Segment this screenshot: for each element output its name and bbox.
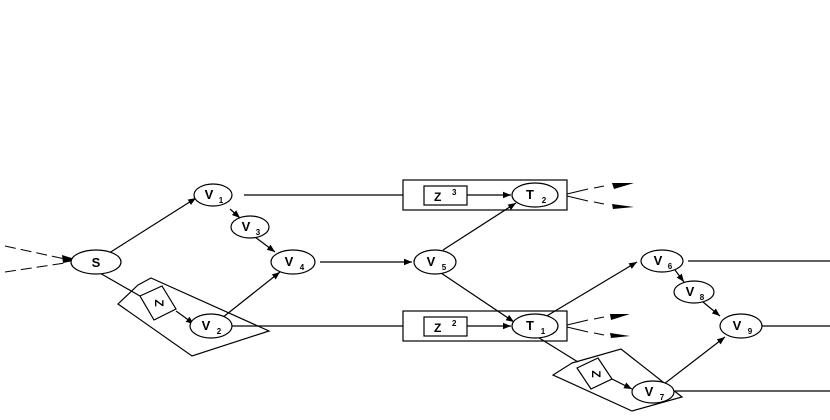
edge-v2-v4 [221, 271, 281, 319]
node-v8-sub: 8 [700, 293, 705, 302]
node-v3-label: V [242, 219, 251, 234]
node-v3-sub: 3 [256, 228, 261, 237]
t2-outgoing-dashed [566, 183, 634, 209]
node-t2-sub: 2 [542, 196, 547, 205]
edge-v3-v4 [254, 236, 276, 253]
z2-label: Z [434, 321, 441, 335]
edge-v8-v9 [702, 301, 721, 317]
z-left-label: Z [152, 299, 166, 306]
node-v7-sub: 7 [660, 393, 665, 402]
z-right-label: Z [589, 370, 603, 377]
box-z-v7-rotated: Z [551, 348, 684, 412]
z2-superscript: 2 [452, 319, 457, 328]
node-v4: V 4 [270, 249, 316, 275]
incoming-dashed-arrows [4, 245, 78, 273]
node-v9-sub: 9 [748, 327, 753, 336]
edge-v1-v3 [229, 208, 241, 219]
node-s: S [70, 249, 122, 275]
node-v3: V 3 [230, 215, 270, 239]
box-z3: Z 3 [402, 179, 568, 211]
node-v2: V 2 [189, 313, 233, 339]
node-t1-sub: 1 [541, 327, 546, 336]
node-v9-label: V [733, 318, 742, 333]
box-z-v2-rotated: Z [117, 277, 271, 357]
box-z2: Z 2 [402, 310, 568, 342]
node-v9: V 9 [719, 313, 763, 339]
t1-outgoing-dashed [566, 314, 630, 338]
node-v6-sub: 6 [668, 262, 673, 271]
node-t2: T 2 [511, 182, 559, 208]
node-v6-label: V [654, 253, 663, 268]
node-v2-sub: 2 [217, 327, 222, 336]
node-v1-sub: 1 [219, 196, 224, 205]
node-v8-label: V [686, 284, 695, 299]
node-v5: V 5 [413, 249, 457, 275]
node-v7: V 7 [631, 380, 675, 404]
node-v4-label: V [285, 254, 294, 269]
node-v8: V 8 [673, 280, 715, 304]
node-t2-label: T [526, 187, 534, 202]
edge-t1-z [535, 335, 579, 363]
edges [97, 191, 830, 392]
node-v1: V 1 [193, 183, 233, 207]
node-t1: T 1 [511, 313, 559, 339]
edge-s-v1 [105, 197, 197, 256]
z3-label: Z [434, 190, 441, 204]
node-v2-label: V [202, 318, 211, 333]
node-v5-label: V [427, 254, 436, 269]
node-v1-label: V [205, 187, 214, 202]
z3-superscript: 3 [452, 188, 457, 197]
edge-t1-v6 [544, 261, 638, 318]
node-v7-label: V [645, 384, 654, 399]
edge-v7-v9 [663, 336, 726, 385]
node-v5-sub: 5 [442, 263, 447, 272]
edge-s-z [97, 271, 141, 297]
edge-v5-t1 [440, 272, 515, 323]
node-t1-label: T [526, 318, 534, 333]
node-v4-sub: 4 [300, 263, 305, 272]
node-v6: V 6 [640, 249, 684, 273]
node-s-label: S [92, 255, 101, 270]
edge-v5-t2 [442, 202, 517, 251]
edge-v6-v8 [674, 269, 685, 283]
edge-z-v7 [611, 378, 633, 390]
